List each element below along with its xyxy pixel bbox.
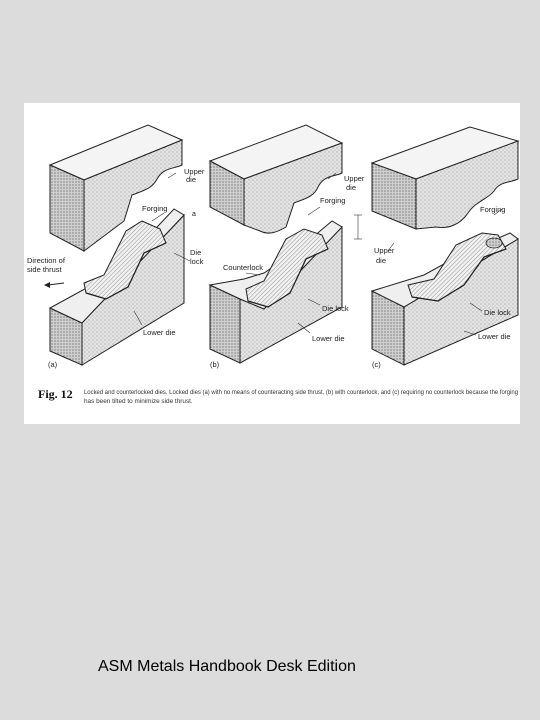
label-lower-die-c: Lower die <box>478 332 511 341</box>
label-die-lock-a-line1: Die <box>190 248 201 257</box>
label-upper-die-b-line2: die <box>346 183 356 192</box>
label-die-lock-c: Die lock <box>484 308 511 317</box>
figure-caption-line1: Locked and counterlocked dies. Locked di… <box>84 389 518 396</box>
panel-a: Upper die Forging a Die lock Direction o… <box>27 124 205 369</box>
label-forging-b: Forging <box>320 196 345 205</box>
label-counterlock-b: Counterlock <box>223 263 263 272</box>
side-thrust-arrowhead <box>44 282 50 288</box>
label-upper-die-b-line1: Upper <box>344 174 365 183</box>
panel-letter-b: (b) <box>210 360 220 369</box>
label-upper-die-c-line1: Upper <box>374 246 395 255</box>
figure-number: Fig. 12 <box>38 387 73 401</box>
forging-c <box>407 232 507 302</box>
upper-die-b <box>208 124 344 234</box>
figure-image: Upper die Forging a Die lock Direction o… <box>24 103 520 424</box>
label-upper-die-a-line2: die <box>186 175 196 184</box>
label-upper-die-a-line1: Upper <box>184 167 205 176</box>
label-side-thrust-a-line2: side thrust <box>27 265 63 274</box>
source-caption: ASM Metals Handbook Desk Edition <box>98 658 356 675</box>
label-upper-die-c-line2: die <box>376 256 386 265</box>
label-die-lock-a-line2: lock <box>190 257 204 266</box>
label-die-lock-b: Die lock <box>322 304 349 313</box>
label-lower-die-b: Lower die <box>312 334 345 343</box>
label-forging-a: Forging <box>142 204 167 213</box>
figure-caption-line2: has been tilted to minimize side thrust. <box>84 398 193 405</box>
forging-b <box>245 228 329 308</box>
label-marker-a: a <box>192 211 196 218</box>
side-thrust-arrow <box>47 282 65 286</box>
panel-c: Upper die Forging Die lock Lower die (c) <box>370 126 520 369</box>
upper-die-c <box>370 126 520 230</box>
panel-letter-c: (c) <box>372 360 381 369</box>
upper-die-a <box>48 124 184 252</box>
label-lower-die-a: Lower die <box>143 328 176 337</box>
label-side-thrust-a-line1: Direction of <box>27 256 66 265</box>
panel-b: Upper die Forging Counterlock Die lock L… <box>208 124 365 369</box>
forging-a <box>83 220 167 300</box>
forging-dies-diagram: Upper die Forging a Die lock Direction o… <box>27 124 520 405</box>
panel-letter-a: (a) <box>48 360 58 369</box>
label-forging-c: Forging <box>480 205 505 214</box>
